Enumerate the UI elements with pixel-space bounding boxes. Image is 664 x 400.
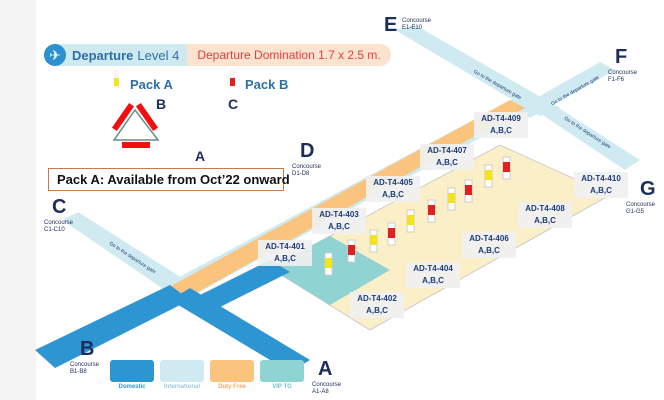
legend-international: International <box>160 360 204 390</box>
concourse-g-arm <box>520 96 640 170</box>
panel-c <box>135 102 159 132</box>
legend-swatch <box>210 360 254 382</box>
concourse-g-range: Concourse G1-G5 <box>626 202 656 215</box>
concourse-b-range: Concourse B1-B8 <box>70 362 100 375</box>
concourse-a-letter: A <box>318 358 333 380</box>
side-a-label: A <box>195 148 206 164</box>
legend-vip-tg: VIP TG <box>260 360 304 390</box>
concourse-c-arm <box>62 212 182 290</box>
concourse-f-range: Concourse F1-F6 <box>608 70 638 83</box>
availability-notice: Pack A: Available from Oct’22 onward <box>48 168 290 191</box>
concourse-b-arm <box>35 285 190 368</box>
panel-b <box>111 102 135 132</box>
concourse-f-letter: F <box>615 46 628 68</box>
concourse-e-range: Concourse E1-E10 <box>402 18 432 31</box>
departure-level-pill: ✈ Departure Level 4 <box>44 44 188 66</box>
gate-pillars <box>324 156 511 276</box>
concourse-b-letter: B <box>80 338 95 360</box>
concourse-e-arm <box>395 25 560 116</box>
concourse-a-range: Concourse A1-A8 <box>312 382 342 395</box>
side-c-label: C <box>228 96 239 112</box>
level-label: Level 4 <box>137 47 180 63</box>
concourse-d-letter: D <box>300 140 315 162</box>
concourse-c-range: Concourse C1-C10 <box>44 220 74 233</box>
triangle-outline <box>112 108 160 141</box>
legend-domestic: Domestic <box>110 360 154 390</box>
header-bar: ✈ Departure Level 4 Departure Domination… <box>44 44 391 66</box>
legend-swatch <box>160 360 204 382</box>
departure-label: Departure <box>72 47 134 63</box>
panel-a <box>122 142 150 148</box>
domestic-connector <box>190 260 290 312</box>
legend-swatch <box>260 360 304 382</box>
legend-swatch <box>110 360 154 382</box>
concourse-d-range: Concourse D1-D8 <box>292 164 322 177</box>
pack-b-label: Pack B <box>245 77 289 92</box>
left-gutter <box>0 0 36 400</box>
pack-a-label: Pack A <box>130 77 173 92</box>
concourse-e-letter: E <box>384 14 398 36</box>
legend-duty-free: Duty Free <box>210 360 254 390</box>
concourse-g-letter: G <box>640 178 656 200</box>
concourse-c-letter: C <box>52 196 67 218</box>
domination-label: Departure Domination 1.7 x 2.5 m. <box>187 44 391 66</box>
side-b-label: B <box>156 96 167 112</box>
airplane-icon: ✈ <box>44 44 66 66</box>
